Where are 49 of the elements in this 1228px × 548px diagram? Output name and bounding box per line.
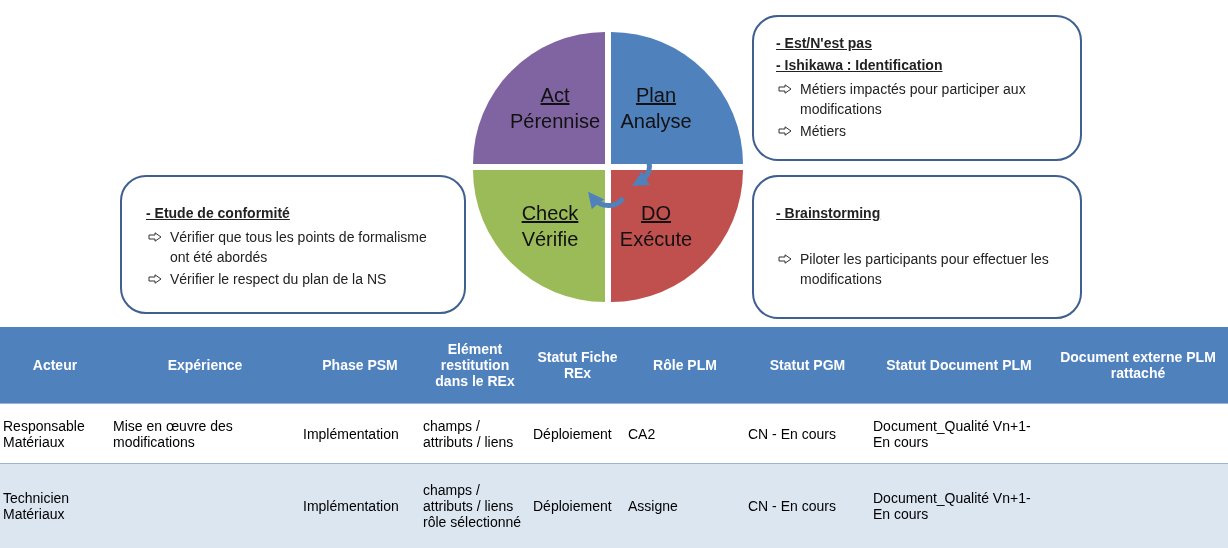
heading-text: - Etude de conformité [146,205,290,221]
do-quadrant [611,170,743,302]
phase-title: Act [540,83,570,108]
phase-title: DO [641,201,671,226]
act-quadrant [473,32,605,164]
column-header: Statut PGM [745,327,870,404]
table-entry: CN - En cours [745,403,870,464]
phase-label: Analyse [620,109,692,134]
heading-text: - Brainstorming [776,205,881,221]
callout-box [752,175,1082,319]
phase-label: Exécute [619,227,693,252]
bullet-text: Piloter les participants pour effectuer les modifications [800,251,1049,287]
column-header: Document externe PLM rattaché [1048,327,1228,404]
column-header: Expérience [110,327,300,404]
table-entry: Implémentation [300,463,420,548]
table-entry: Responsable Matériaux [0,403,110,464]
table-entry: Implémentation [300,403,420,464]
column-header: Rôle PLM [625,327,745,404]
bullet-text: Métiers [800,123,846,139]
table-entry: Déploiement [530,463,625,548]
phase-title: Check [521,201,579,226]
column-header: Phase PSM [300,327,420,404]
cycle-arrow [587,192,625,210]
table-entry: Assigne [625,463,745,548]
plan-quadrant [611,32,743,164]
table-entry: Document_Qualité Vn+1- En cours [870,463,1048,548]
heading-text: - Est/N'est pas [776,35,872,51]
table-entry: Mise en œuvre des modifications [110,403,300,464]
phase-label: Pérennise [509,109,601,134]
table-entry: CA2 [625,403,745,464]
table-entry: champs / attributs / liens [420,403,530,464]
column-header: Statut Fiche REx [530,327,625,404]
table-entry: Document_Qualité Vn+1- En cours [870,403,1048,464]
table-entry: Technicien Matériaux [0,463,110,548]
phase-label: Vérifie [521,227,579,252]
table-entry: CN - En cours [745,463,870,548]
check-quadrant [473,170,605,302]
column-header: Acteur [0,327,110,404]
bullet-text: Métiers impactés pour participer aux modifications [800,81,1026,117]
phase-title: Plan [636,83,676,108]
column-header: Statut Document PLM [870,327,1048,404]
callout-box [752,15,1082,161]
callout-box [120,175,466,314]
heading-text: - Ishikawa : Identification [776,57,943,73]
bullet-text: Vérifier le respect du plan de la NS [170,271,387,287]
bullet-text: Vérifier que tous les points de formalisme ont été abordés [170,229,427,265]
table-entry: Déploiement [530,403,625,464]
column-header: Elément restitution dans le REx [420,327,530,404]
table-entry: champs / attributs / liens rôle sélectionné [420,463,530,548]
